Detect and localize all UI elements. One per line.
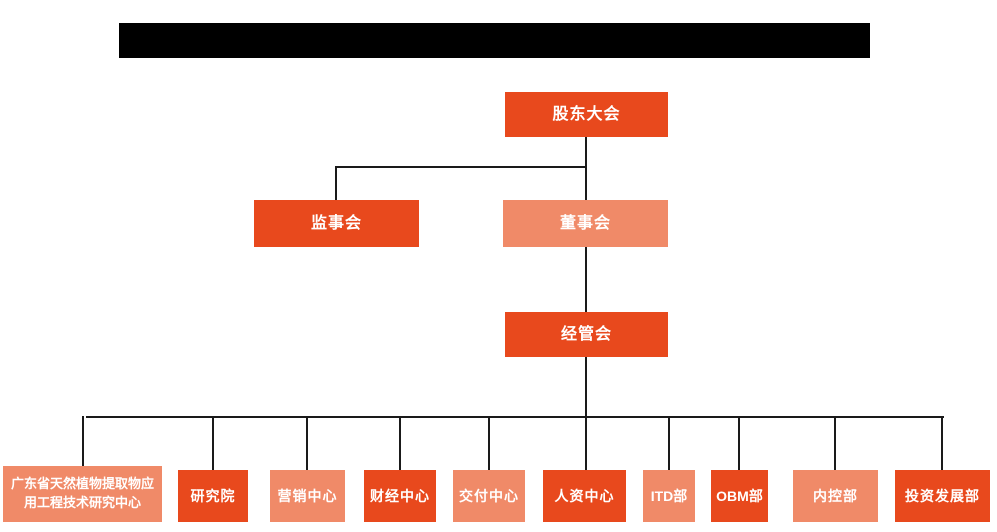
org-node-dept-itd: ITD部: [643, 470, 695, 522]
org-node-dept-hr-center: 人资中心: [543, 470, 626, 522]
connector-line: [399, 416, 401, 470]
org-node-label: 内控部: [813, 487, 858, 504]
org-node-label: OBM部: [716, 487, 763, 504]
org-node-shareholders-meeting: 股东大会: [505, 92, 668, 137]
org-node-dept-research-institute: 研究院: [178, 470, 248, 522]
org-node-label: 营销中心: [277, 487, 338, 504]
connector-line: [335, 166, 337, 200]
org-node-label: 经管会: [560, 325, 612, 343]
org-node-label: 广东省天然植物提取物应用工程技术研究中心: [10, 476, 154, 510]
connector-line: [488, 416, 490, 470]
connector-line: [82, 416, 84, 470]
org-node-label: 董事会: [559, 214, 611, 232]
org-node-label: 投资发展部: [905, 487, 980, 504]
org-node-dept-obm: OBM部: [711, 470, 768, 522]
org-node-supervisory-board: 监事会: [254, 200, 419, 247]
connector-line: [941, 416, 943, 470]
org-node-label: 财经中心: [370, 487, 430, 504]
connector-line: [668, 416, 670, 470]
connector-line: [738, 416, 740, 470]
connector-line: [585, 247, 587, 312]
connector-line: [585, 137, 587, 200]
org-node-label: 人资中心: [554, 487, 615, 504]
org-node-dept-internal-control: 内控部: [793, 470, 878, 522]
org-node-board-of-directors: 董事会: [503, 200, 668, 247]
org-node-dept-investment-development: 投资发展部: [895, 470, 990, 522]
org-node-dept-marketing-center: 营销中心: [270, 470, 345, 522]
connector-line: [306, 416, 308, 470]
org-node-label: ITD部: [650, 487, 688, 504]
org-node-dept-finance-center: 财经中心: [364, 470, 436, 522]
redacted-title-bar: [119, 23, 870, 58]
org-node-label: 股东大会: [552, 105, 621, 123]
connector-line: [834, 416, 836, 470]
connector-line: [212, 416, 214, 470]
org-node-management-committee: 经管会: [505, 312, 668, 357]
org-node-label: 监事会: [310, 214, 362, 232]
org-node-dept-delivery-center: 交付中心: [453, 470, 525, 522]
org-node-label: 交付中心: [459, 487, 519, 504]
org-node-dept-research-center: 广东省天然植物提取物应用工程技术研究中心: [3, 466, 162, 522]
connector-line: [335, 166, 587, 168]
connector-line: [86, 416, 944, 418]
connector-line: [585, 357, 587, 470]
org-node-label: 研究院: [190, 487, 236, 504]
